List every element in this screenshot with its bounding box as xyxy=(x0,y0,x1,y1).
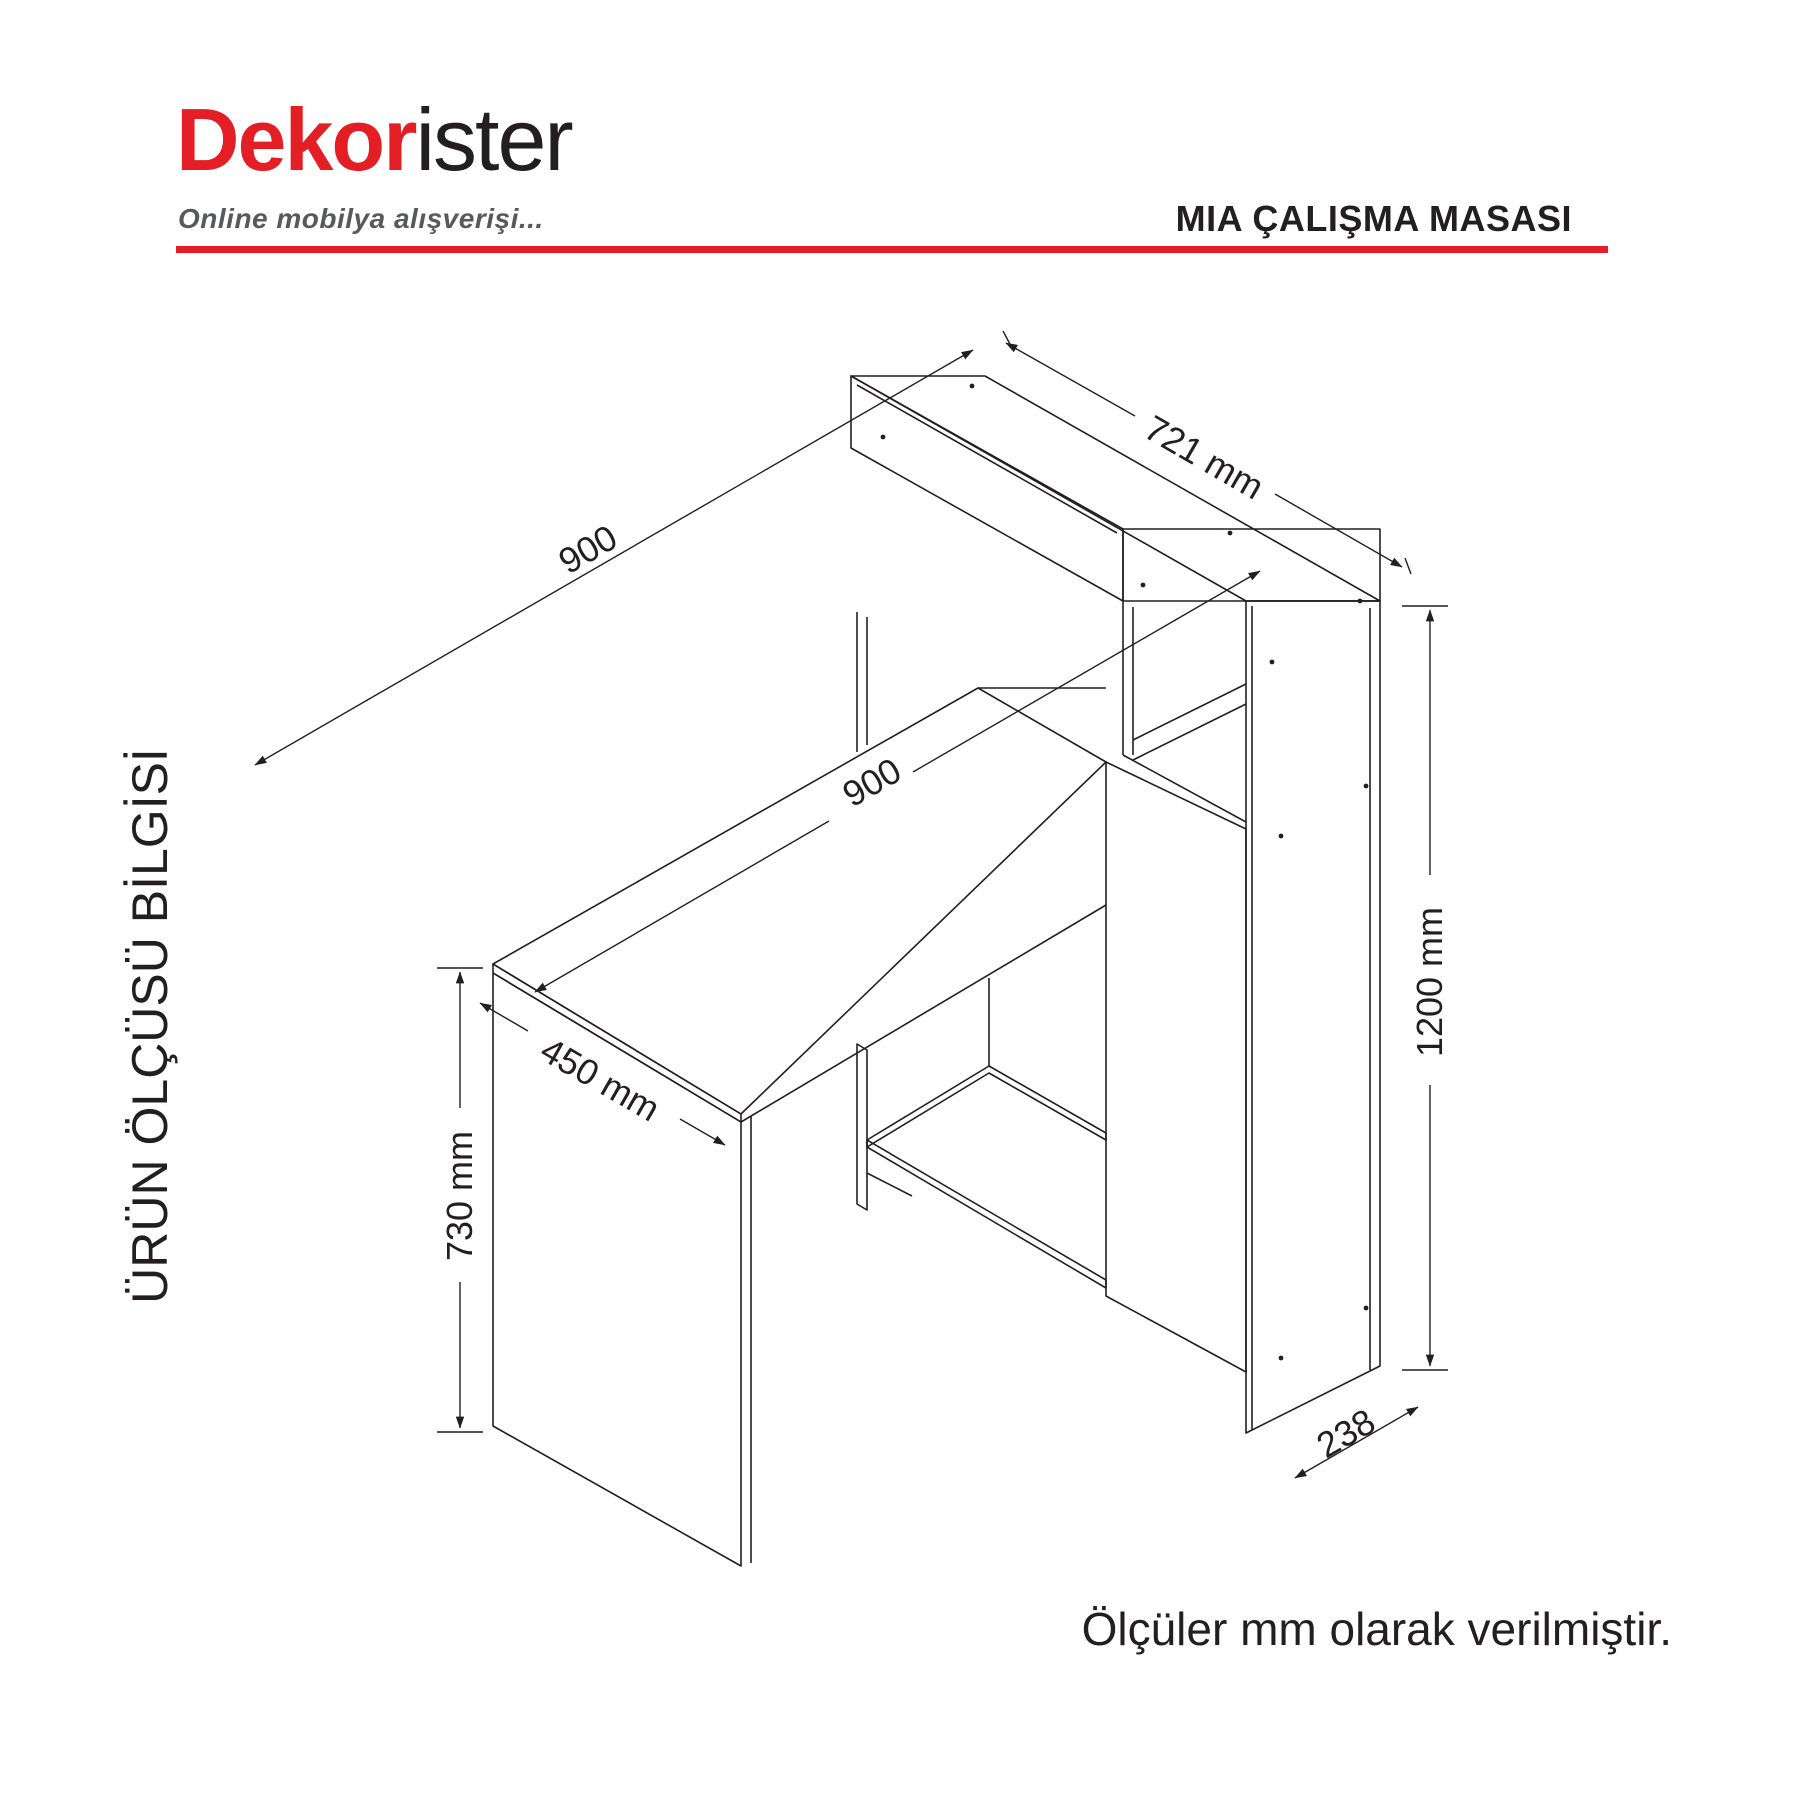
desk-leg-front xyxy=(492,972,742,1567)
dimension-total-height-label: 1200 mm xyxy=(1409,907,1450,1057)
product-title: MIA ÇALIŞMA MASASI xyxy=(1175,198,1572,239)
brand-logo-part2: ister xyxy=(415,90,573,189)
tall-unit-side xyxy=(1245,600,1381,1434)
dimension-cabinet-depth-label: 238 xyxy=(1309,1400,1382,1466)
dimension-total-height: 1200 mm xyxy=(1402,605,1450,1371)
dimension-desk-height: 730 mm xyxy=(437,967,483,1433)
desk-leg-back xyxy=(856,1043,868,1211)
brand-tagline: Online mobilya alışverişi... xyxy=(178,203,544,234)
cabinet-door xyxy=(1105,761,1247,1373)
brand-logo: Dekorister xyxy=(176,96,574,184)
dimension-total-width: 900 xyxy=(254,349,974,766)
top-cabinet-top xyxy=(850,375,1381,602)
dimension-tabletop-width-label: 900 xyxy=(835,749,908,815)
dimension-desk-depth: 450 mm xyxy=(479,1002,726,1146)
brand-logo-part1: Dekor xyxy=(176,90,417,189)
dimension-desk-depth-label: 450 mm xyxy=(534,1029,667,1130)
lower-shelf-back xyxy=(866,1065,1107,1148)
top-cabinet-front-left xyxy=(850,375,1124,602)
desk-drawing xyxy=(492,375,1381,1567)
dimension-total-width-label: 900 xyxy=(551,516,624,582)
dimension-tabletop-width: 900 xyxy=(534,570,1261,993)
top-cabinet-body xyxy=(1122,528,1381,602)
lower-shelf xyxy=(866,1139,1107,1289)
measurement-note: Ölçüler mm olarak verilmiştir. xyxy=(1081,1603,1672,1655)
dimension-desk-height-label: 730 mm xyxy=(439,1131,480,1261)
dimension-top-cabinet-width-label: 721 mm xyxy=(1138,407,1271,508)
dimension-cabinet-depth: 238 xyxy=(1294,1400,1419,1479)
header-rule xyxy=(176,246,1608,253)
dimension-top-cabinet-width: 721 mm xyxy=(1002,330,1412,575)
